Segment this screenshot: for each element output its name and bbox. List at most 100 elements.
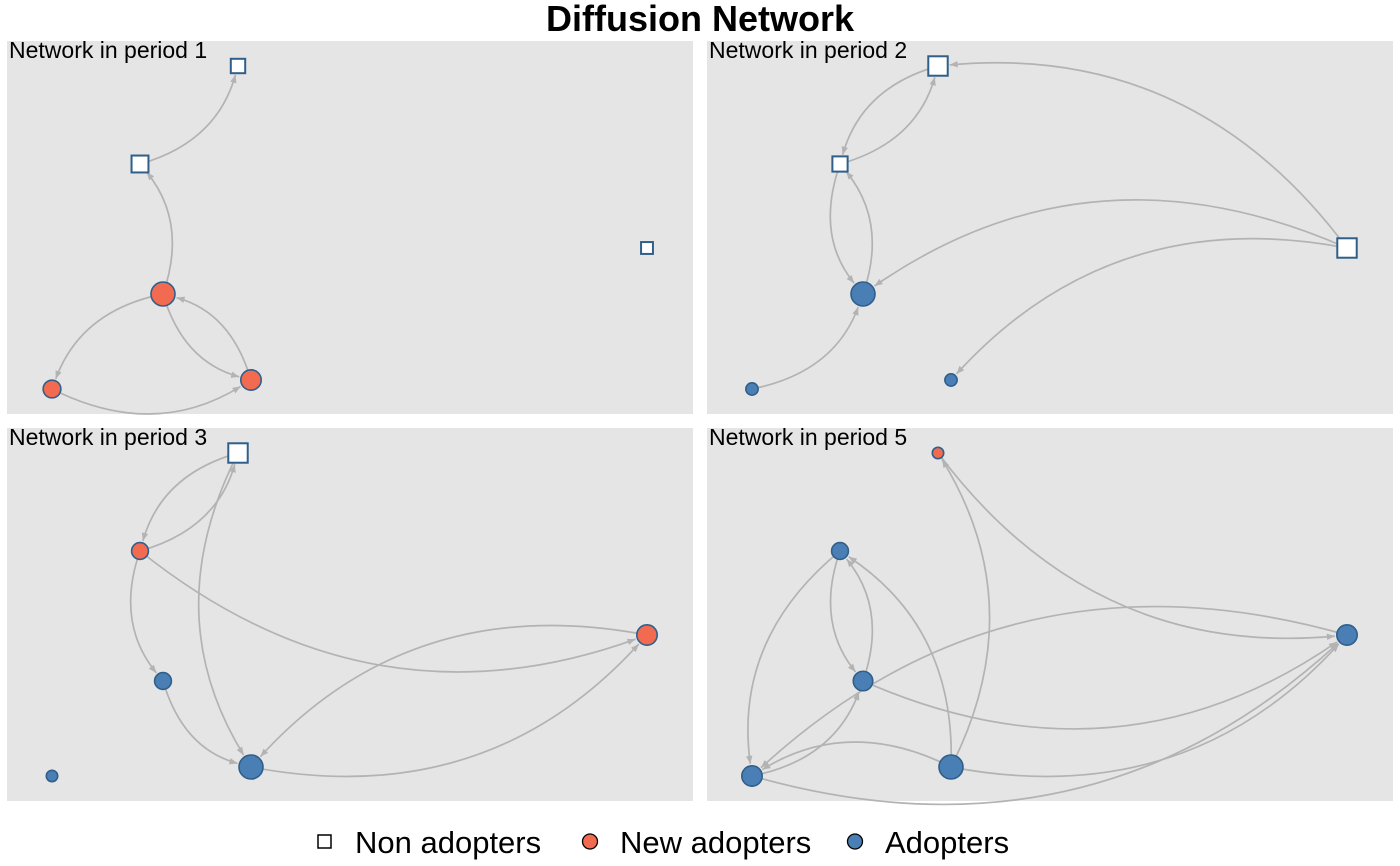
- panel-1-node-B-non: [130, 154, 150, 174]
- panel-2-edge-F-C: [874, 199, 1348, 287]
- panel-2-edge-B-C: [829, 163, 855, 284]
- panel-2-edge-F-A: [949, 61, 1348, 249]
- panel-2-arrowhead-B-C: [846, 274, 855, 284]
- panel-2-edge-D-C: [751, 306, 859, 390]
- panel-4-edge-E-A: [941, 459, 991, 768]
- panel-3-label: Network in period 3: [9, 424, 207, 450]
- panel-3-edge-A-E: [197, 452, 245, 756]
- panel-1-arrowhead-C-E: [230, 371, 240, 378]
- panel-1-edge-C-E: [162, 293, 240, 378]
- panel-4-label: Network in period 5: [709, 424, 907, 450]
- panel-2-edge-C-B: [845, 170, 874, 295]
- panel-1-arrowhead-C-B: [146, 172, 155, 181]
- panel-3-nodes: [45, 442, 658, 783]
- panel-3-node-B-new: [130, 541, 150, 561]
- panel-1-arrowhead-E-C: [176, 296, 186, 303]
- panel-2-nodes: [745, 55, 1358, 396]
- panel-3-arrowhead-B-F: [626, 638, 636, 645]
- panel-2-arrowhead-F-A: [949, 61, 958, 68]
- legend-label-non-adopters: Non adopters: [355, 825, 541, 860]
- panel-2-arrowhead-D-C: [852, 307, 859, 316]
- panel-2-edges: [751, 61, 1348, 390]
- panel-4-edge-B-C: [829, 550, 857, 673]
- panel-3-background: [7, 428, 693, 801]
- panel-2-label: Network in period 2: [709, 37, 907, 63]
- panel-4-arrowhead-C-B: [846, 559, 855, 568]
- panel-3-edge-C-E: [162, 680, 238, 765]
- panel-4-arrowhead-E-A: [942, 459, 949, 469]
- panel-1-node-D-new: [42, 379, 62, 399]
- panel-1-edge-B-A: [139, 74, 237, 165]
- panel-4-node-A-new: [931, 446, 945, 460]
- panel-2-arrowhead-F-E: [956, 365, 965, 374]
- legend-symbol-non-adopters: [317, 834, 332, 849]
- panel-2-node-A-non: [927, 55, 949, 77]
- panel-4-edge-E-B: [848, 556, 953, 768]
- panel-3-node-F-new: [635, 623, 658, 646]
- panel-4-arrowhead-C-F: [1328, 641, 1337, 650]
- panel-1-arrowhead-B-A: [230, 74, 237, 84]
- panel-3-arrowhead-A-B: [141, 532, 149, 541]
- panel-3-node-E-adopter: [238, 754, 264, 780]
- panel-3-arrowhead-E-F: [631, 644, 639, 653]
- panel-4-edge-D-C: [751, 691, 860, 777]
- panel-2-background: [707, 41, 1393, 414]
- panel-2-arrowhead-F-C: [874, 278, 883, 287]
- legend-item-new-adopters: New adopters: [581, 825, 811, 860]
- panel-2-node-C-adopter: [850, 281, 876, 307]
- panel-4-node-E-adopter: [938, 754, 964, 780]
- panel-3-edge-B-A: [139, 464, 236, 552]
- panel-1-nodes: [42, 57, 654, 399]
- legend-item-adopters: Adopters: [846, 825, 1009, 860]
- panel-3-node-D-adopter: [45, 769, 59, 783]
- panel-4-arrowhead-A-F: [1326, 633, 1335, 641]
- panel-4-node-F-adopter: [1336, 623, 1359, 646]
- panel-4-node-B-adopter: [830, 541, 850, 561]
- panel-4-arrowhead-B-C: [848, 663, 856, 672]
- panel-1-arrowhead-C-D: [55, 370, 62, 379]
- panel-1-node-E-new: [240, 368, 263, 391]
- panel-1-arrowhead-D-E: [232, 386, 241, 394]
- panel-4-edge-A-F: [937, 452, 1335, 640]
- panel-1-node-F-non: [640, 241, 654, 255]
- figure-title: Diffusion Network: [546, 0, 855, 39]
- panel-4-edge-F-D: [760, 605, 1348, 769]
- panel-4-edge-C-F: [862, 641, 1338, 730]
- panel-4-edge-C-B: [845, 558, 874, 682]
- panel-1-edge-C-D: [54, 293, 164, 380]
- legend-label-new-adopters: New adopters: [620, 825, 811, 860]
- panel-2-arrowhead-C-B: [846, 171, 854, 180]
- panel-1-edge-E-C: [176, 296, 252, 381]
- panel-4-edge-E-D: [761, 741, 952, 771]
- panel-4-arrowhead-E-D: [762, 762, 771, 770]
- panel-1-background: [7, 41, 693, 414]
- panel-2-node-D-adopter: [745, 382, 759, 396]
- legend-symbol-adopters: [846, 833, 864, 850]
- panel-2-arrowhead-B-A: [929, 77, 936, 86]
- panel-3-arrowhead-B-A: [229, 464, 236, 473]
- panel-3-edge-F-E: [259, 624, 648, 758]
- panel-2-edge-A-B: [841, 65, 939, 155]
- panel-4-arrowhead-E-F: [1331, 644, 1339, 653]
- panel-4-arrowhead-D-C: [853, 692, 860, 701]
- panel-4-node-D-adopter: [740, 764, 763, 787]
- panel-4-nodes: [740, 446, 1359, 787]
- panel-3-arrowhead-F-E: [260, 748, 269, 757]
- network-panel-2: Network in period 2: [707, 37, 1393, 414]
- panel-4-edge-E-F: [950, 643, 1340, 778]
- panel-4-edge-D-F: [751, 642, 1339, 806]
- panel-1-node-C-new: [150, 281, 176, 307]
- panel-4-arrowhead-E-B: [848, 556, 858, 564]
- network-panel-4: Network in period 5: [707, 424, 1393, 806]
- panel-2-node-B-non: [831, 155, 849, 173]
- panel-4-node-C-adopter: [852, 670, 874, 692]
- panel-3-node-A-non: [227, 442, 249, 464]
- panel-1-edge-C-B: [145, 171, 174, 295]
- panel-3-arrowhead-A-E: [236, 746, 244, 756]
- panel-1-node-A-non: [229, 57, 247, 75]
- panel-1-edges: [51, 74, 252, 415]
- panel-3-node-C-adopter: [153, 671, 173, 691]
- panel-1-edge-D-E: [51, 385, 242, 415]
- panel-2-edge-B-A: [839, 77, 936, 165]
- panel-3-arrowhead-C-E: [228, 758, 238, 765]
